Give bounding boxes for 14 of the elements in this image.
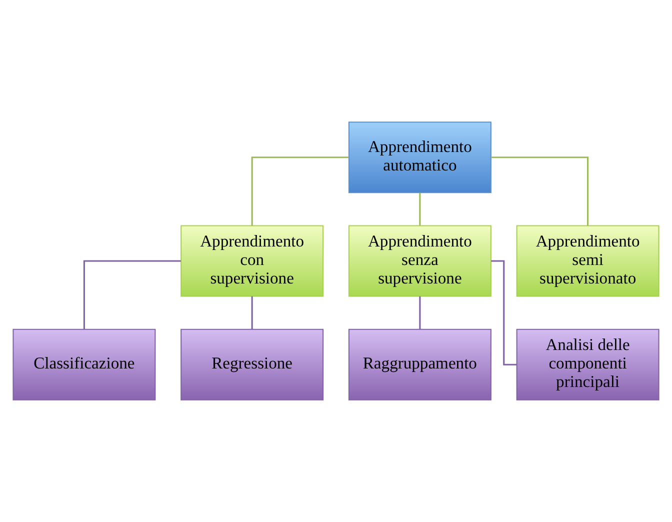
node-box: Regressione [180,328,324,400]
connector [491,156,589,226]
node-box: Classificazione [12,328,156,400]
connector [251,296,253,330]
connector [419,296,421,330]
node-box: Apprendimento semi supervisionato [516,225,660,297]
node-box: Apprendimento con supervisione [180,225,324,297]
node-box: Apprendimento automatico [348,122,492,194]
connector [83,260,181,330]
node-box: Analisi delle componenti principali [516,328,660,400]
node-box: Apprendimento senza supervisione [348,225,492,297]
node-box: Raggruppamento [348,328,492,400]
connector [419,192,421,226]
connector [251,156,349,226]
